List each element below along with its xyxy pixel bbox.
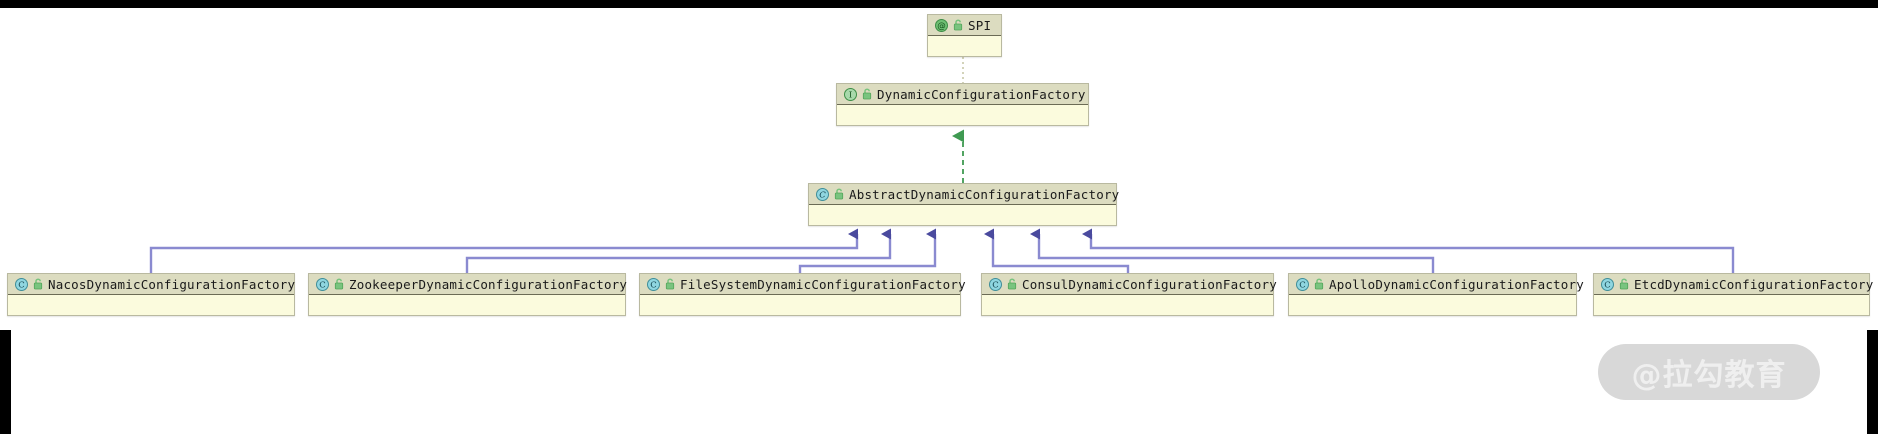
class-node-header: C FileSystemDynamicConfigurationFactory xyxy=(640,274,966,295)
class-node-header: C ZookeeperDynamicConfigurationFactory xyxy=(309,274,628,295)
svg-text:@: @ xyxy=(937,21,946,31)
class-node-filesystem-dynamic-configuration-factory[interactable]: C FileSystemDynamicConfigurationFactory xyxy=(639,273,966,316)
lock-icon xyxy=(33,278,43,290)
class-name-label: SPI xyxy=(968,17,992,33)
class-icon: C xyxy=(1296,277,1309,291)
abstract-class-icon: C xyxy=(816,187,829,201)
lock-icon xyxy=(334,278,344,290)
class-name-label: EtcdDynamicConfigurationFactory xyxy=(1634,276,1874,292)
class-icon: C xyxy=(989,277,1002,291)
class-members-compartment xyxy=(1289,295,1576,315)
svg-text:C: C xyxy=(650,280,657,290)
class-node-header: C NacosDynamicConfigurationFactory xyxy=(8,274,296,295)
class-node-header: C AbstractDynamicConfigurationFactory xyxy=(809,184,1120,205)
edge-filesystem-to-abstract xyxy=(798,228,937,273)
svg-text:C: C xyxy=(1299,280,1306,290)
edge-consul-to-abstract xyxy=(984,228,1130,273)
lock-icon xyxy=(1314,278,1324,290)
class-node-header: C ApolloDynamicConfigurationFactory xyxy=(1289,274,1584,295)
class-icon: C xyxy=(15,277,28,291)
class-node-header: C ConsulDynamicConfigurationFactory xyxy=(982,274,1277,295)
class-icon: C xyxy=(316,277,329,291)
class-members-compartment xyxy=(640,295,960,315)
lock-icon xyxy=(953,19,963,31)
svg-text:C: C xyxy=(1604,280,1611,290)
class-node-abstract-dynamic-configuration-factory[interactable]: C AbstractDynamicConfigurationFactory xyxy=(808,183,1120,226)
svg-text:C: C xyxy=(819,190,826,200)
edge-apollo-to-abstract xyxy=(1030,228,1435,273)
class-name-label: FileSystemDynamicConfigurationFactory xyxy=(680,276,966,292)
watermark-badge: @拉勾教育 xyxy=(1598,344,1820,400)
lock-icon xyxy=(862,88,872,100)
annotation-icon: @ xyxy=(935,18,948,32)
lock-icon xyxy=(1619,278,1629,290)
class-node-etcd-dynamic-configuration-factory[interactable]: C EtcdDynamicConfigurationFactory xyxy=(1593,273,1873,316)
class-name-label: ApolloDynamicConfigurationFactory xyxy=(1329,276,1584,292)
edge-nacos-to-abstract xyxy=(149,228,859,273)
lock-icon xyxy=(834,188,844,200)
class-name-label: ConsulDynamicConfigurationFactory xyxy=(1022,276,1277,292)
class-name-label: DynamicConfigurationFactory xyxy=(877,86,1086,102)
class-node-header: @ SPI xyxy=(928,15,1001,36)
svg-text:I: I xyxy=(849,90,852,100)
frame-bar-right xyxy=(1867,330,1878,434)
class-name-label: NacosDynamicConfigurationFactory xyxy=(48,276,296,292)
svg-text:C: C xyxy=(992,280,999,290)
interface-icon: I xyxy=(844,87,857,101)
class-members-compartment xyxy=(8,295,294,315)
svg-text:C: C xyxy=(18,280,25,290)
class-node-header: I DynamicConfigurationFactory xyxy=(837,84,1088,105)
class-name-label: ZookeeperDynamicConfigurationFactory xyxy=(349,276,628,292)
class-members-compartment xyxy=(809,205,1116,225)
class-members-compartment xyxy=(982,295,1273,315)
class-node-zookeeper-dynamic-configuration-factory[interactable]: C ZookeeperDynamicConfigurationFactory xyxy=(308,273,628,316)
class-icon: C xyxy=(1601,277,1614,291)
class-members-compartment xyxy=(928,36,1001,56)
class-node-nacos-dynamic-configuration-factory[interactable]: C NacosDynamicConfigurationFactory xyxy=(7,273,295,316)
frame-bar-left xyxy=(0,330,11,434)
class-node-dynamic-configuration-factory[interactable]: I DynamicConfigurationFactory xyxy=(836,83,1089,126)
class-name-label: AbstractDynamicConfigurationFactory xyxy=(849,186,1120,202)
edge-zookeeper-to-abstract xyxy=(465,228,892,273)
class-icon: C xyxy=(647,277,660,291)
class-members-compartment xyxy=(309,295,625,315)
class-members-compartment xyxy=(837,105,1088,125)
lock-icon xyxy=(1007,278,1017,290)
class-node-apollo-dynamic-configuration-factory[interactable]: C ApolloDynamicConfigurationFactory xyxy=(1288,273,1584,316)
watermark-text: @拉勾教育 xyxy=(1631,358,1787,393)
class-node-consul-dynamic-configuration-factory[interactable]: C ConsulDynamicConfigurationFactory xyxy=(981,273,1277,316)
frame-bar-top xyxy=(0,0,1878,8)
svg-text:C: C xyxy=(319,280,326,290)
class-members-compartment xyxy=(1594,295,1869,315)
class-node-header: C EtcdDynamicConfigurationFactory xyxy=(1594,274,1873,295)
edge-etcd-to-abstract xyxy=(1082,228,1735,273)
class-node-spi[interactable]: @ SPI xyxy=(927,14,1002,57)
lock-icon xyxy=(665,278,675,290)
